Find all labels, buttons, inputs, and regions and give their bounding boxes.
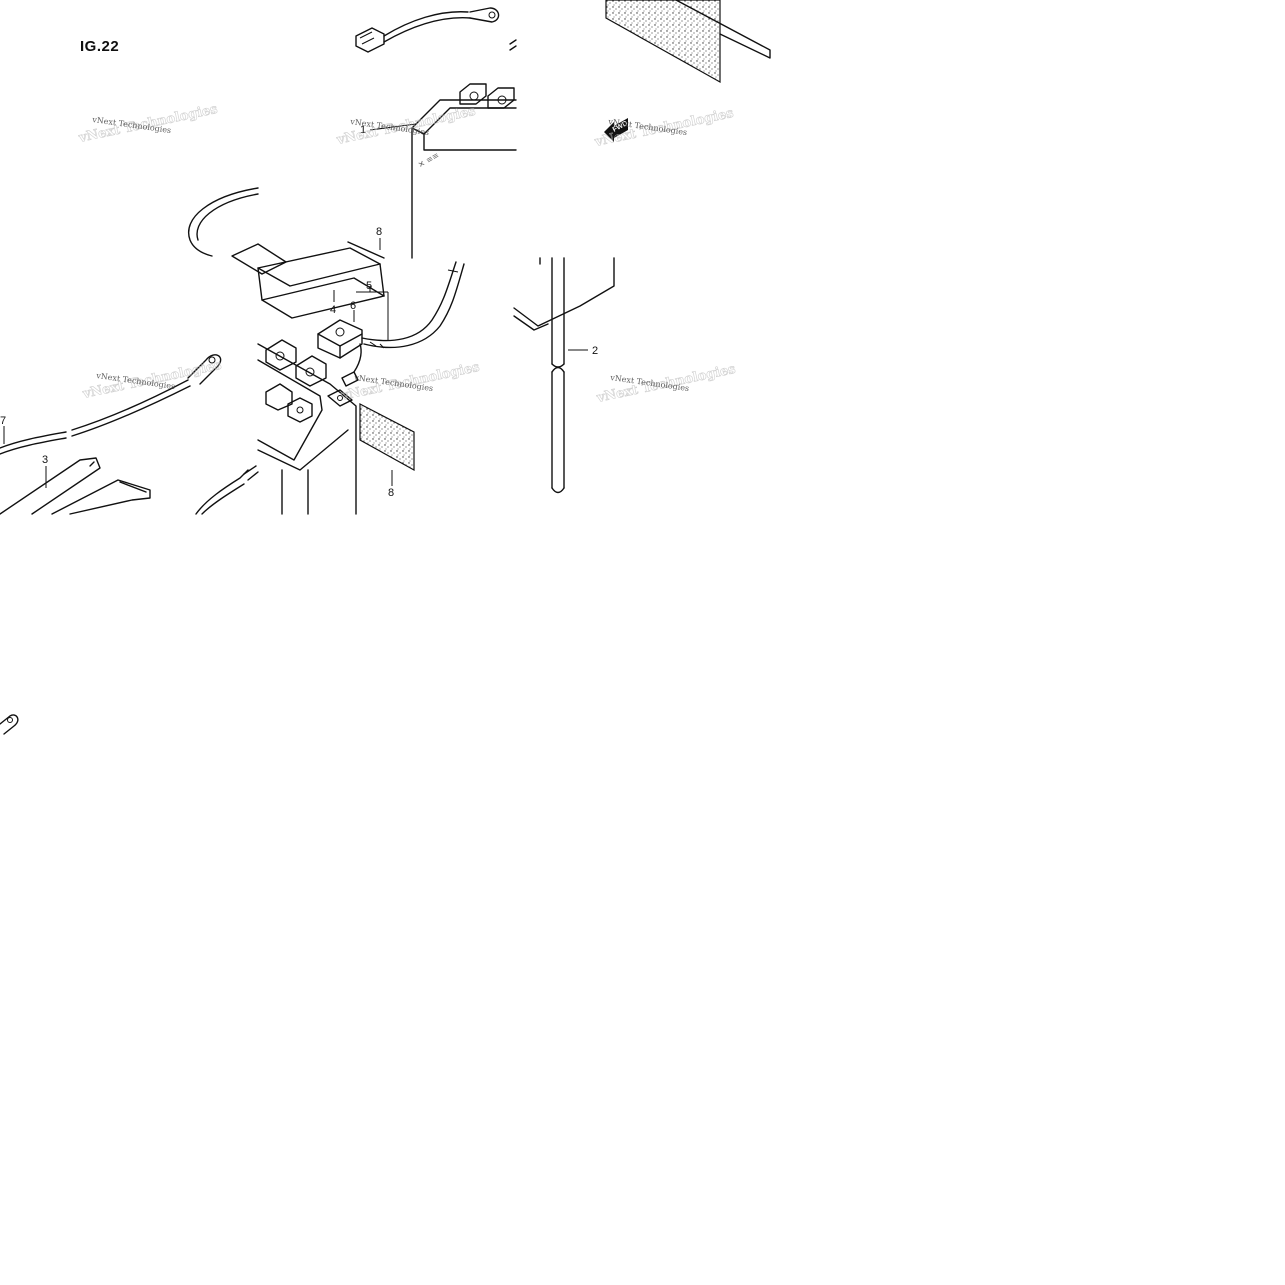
battery-tray <box>231 241 385 319</box>
positive-cable <box>361 261 465 349</box>
spacer-pad-top <box>605 0 771 84</box>
battery-top: ✕ ≡≡ <box>411 39 517 259</box>
callout-7: 7 <box>0 415 6 427</box>
battery-strap <box>0 457 151 515</box>
callout-2: 2 <box>592 345 598 357</box>
callout-1: 1 <box>360 124 366 136</box>
figure-title: IG.22 <box>80 38 119 55</box>
battery-case-corner <box>513 257 615 331</box>
callout-3: 3 <box>42 454 48 466</box>
ground-cable <box>0 354 222 455</box>
battery-body <box>257 339 357 515</box>
callout-4: 4 <box>330 304 336 316</box>
spacer-pad-center <box>359 403 415 472</box>
breather-tube <box>539 257 565 494</box>
callout-8-bottom: 8 <box>388 487 394 499</box>
connector-lead-assembly <box>355 7 500 53</box>
watermark-group: vNext Technologies vNext Technologies vN… <box>76 102 737 407</box>
vent-hose-fitting <box>243 343 362 481</box>
callout-leaders <box>3 123 588 488</box>
svg-text:✕ ≡≡: ✕ ≡≡ <box>417 151 441 170</box>
callout-8-top: 8 <box>376 226 382 238</box>
callout-6: 6 <box>350 300 356 312</box>
cable-end-bottom <box>0 469 249 735</box>
callout-5: 5 <box>366 280 372 292</box>
terminal-cover <box>317 319 363 359</box>
battery-cable-upper <box>188 187 259 257</box>
